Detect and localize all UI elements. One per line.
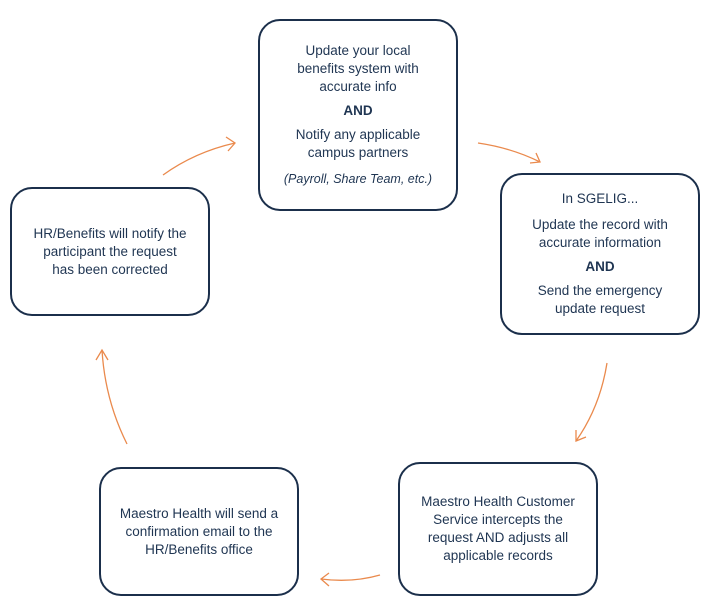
step-update-local-system: Update your local benefits system with a… <box>258 19 458 211</box>
step-text: Update your local <box>305 43 411 58</box>
arrow-bottom-right-to-bottom-left <box>319 572 381 587</box>
step-update-sgelig-record: In SGELIG... Update the record with accu… <box>500 173 700 335</box>
arrow-bottom-left-to-left <box>95 348 128 445</box>
arrow-right-to-bottom-right <box>575 362 608 442</box>
step-text: confirmation email to the <box>125 523 273 539</box>
step-note: (Payroll, Share Team, etc.) <box>283 172 433 186</box>
step-text: campus partners <box>307 145 409 160</box>
step-text: Maestro Health will send a <box>119 505 279 521</box>
step-text: accurate information <box>538 235 662 250</box>
step-text: Notify any applicable <box>295 127 421 142</box>
step-text: Maestro Health Customer <box>421 494 575 509</box>
arrow-left-to-top <box>162 136 236 176</box>
step-text: update request <box>554 301 646 316</box>
and-label: AND <box>585 259 615 274</box>
step-text: benefits system with <box>297 61 419 76</box>
step-text: Send the emergency <box>537 283 663 298</box>
step-text: has been corrected <box>52 261 168 277</box>
step-text: applicable records <box>443 548 553 563</box>
step-text: request AND adjusts all <box>427 530 569 545</box>
step-text: HR/Benefits office <box>145 541 253 557</box>
arrow-top-to-right <box>477 142 541 164</box>
step-text: In SGELIG... <box>561 191 639 206</box>
step-text: Update the record with <box>532 217 668 232</box>
step-text: accurate info <box>319 79 397 94</box>
step-text: participant the request <box>43 243 177 259</box>
step-hr-notifies-participant: HR/Benefits will notify the participant … <box>10 187 210 316</box>
step-maestro-sends-confirmation: Maestro Health will send a confirmation … <box>99 467 299 596</box>
step-text: HR/Benefits will notify the <box>33 225 187 241</box>
and-label: AND <box>343 103 373 118</box>
step-maestro-intercepts-request: Maestro Health Customer Service intercep… <box>398 462 598 596</box>
step-text: Service intercepts the <box>433 512 563 527</box>
